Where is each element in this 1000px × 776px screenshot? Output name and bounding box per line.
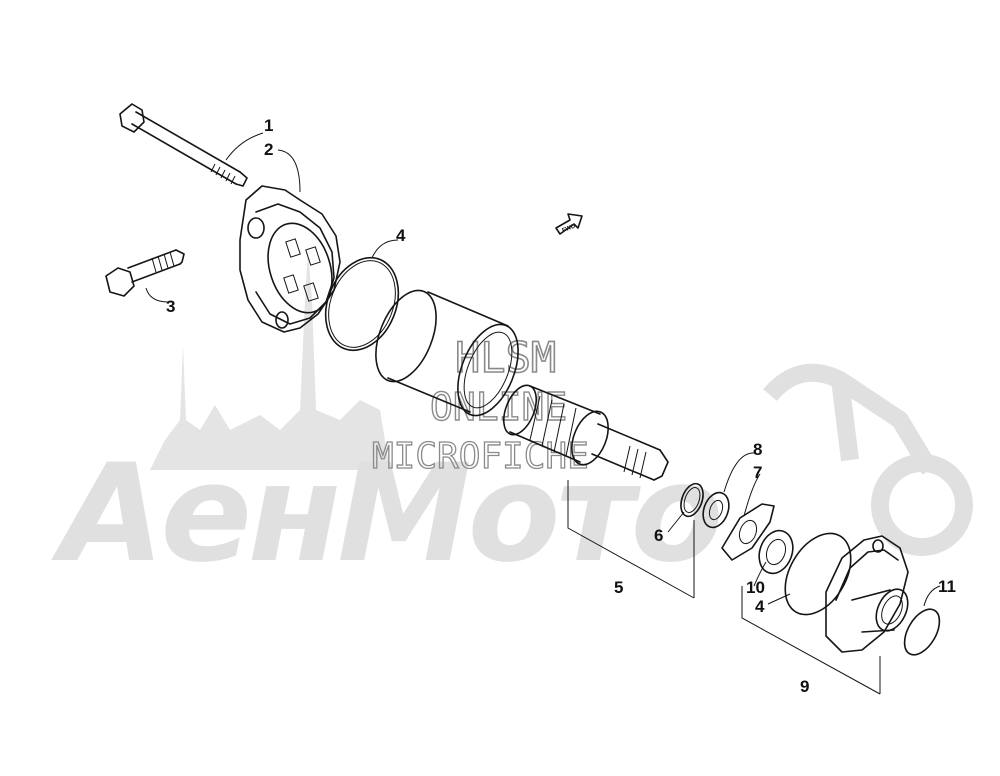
callouts: 1 2 3 4 5 6 7 8 9 10 4 11 <box>166 116 956 696</box>
front-direction-arrow: FWD <box>555 213 583 235</box>
part-oil-seal <box>758 529 794 575</box>
callout-2: 2 <box>264 140 273 159</box>
part-drive-end-housing <box>825 535 909 653</box>
front-direction-label: FWD <box>562 223 578 234</box>
callout-4-upper: 4 <box>396 226 406 245</box>
part-o-ring-upper <box>324 256 400 352</box>
watermark-brand: АенМото <box>51 435 719 592</box>
part-o-ring-small <box>903 608 941 656</box>
part-armature <box>502 384 669 481</box>
callout-4-lower: 4 <box>755 597 765 616</box>
callout-8: 8 <box>753 440 762 459</box>
part-end-cover <box>239 185 341 333</box>
callout-11: 11 <box>938 577 956 596</box>
watermark: АенМото HLSM ONLINE MICROFICHE <box>51 250 973 592</box>
callout-7: 7 <box>753 463 762 482</box>
callout-3: 3 <box>166 297 175 316</box>
part-long-bolt <box>119 103 248 187</box>
callout-5: 5 <box>614 578 623 597</box>
callout-6: 6 <box>654 526 663 545</box>
part-plate-washer <box>721 503 775 561</box>
part-snap-ring <box>680 482 704 518</box>
leader-lines <box>145 132 941 695</box>
watermark-line1: HLSM <box>455 333 556 382</box>
part-washer <box>702 491 730 529</box>
part-motor-yoke <box>375 289 519 417</box>
watermark-skyline <box>150 250 390 470</box>
callout-9: 9 <box>800 677 809 696</box>
callout-10: 10 <box>746 578 765 597</box>
part-o-ring-upper-inner <box>328 260 396 348</box>
watermark-motorcycle <box>763 363 973 556</box>
callout-1: 1 <box>264 116 273 135</box>
part-o-ring-lower <box>784 532 852 616</box>
watermark-line3: MICROFICHE <box>372 436 589 477</box>
part-short-bolt <box>105 249 185 297</box>
